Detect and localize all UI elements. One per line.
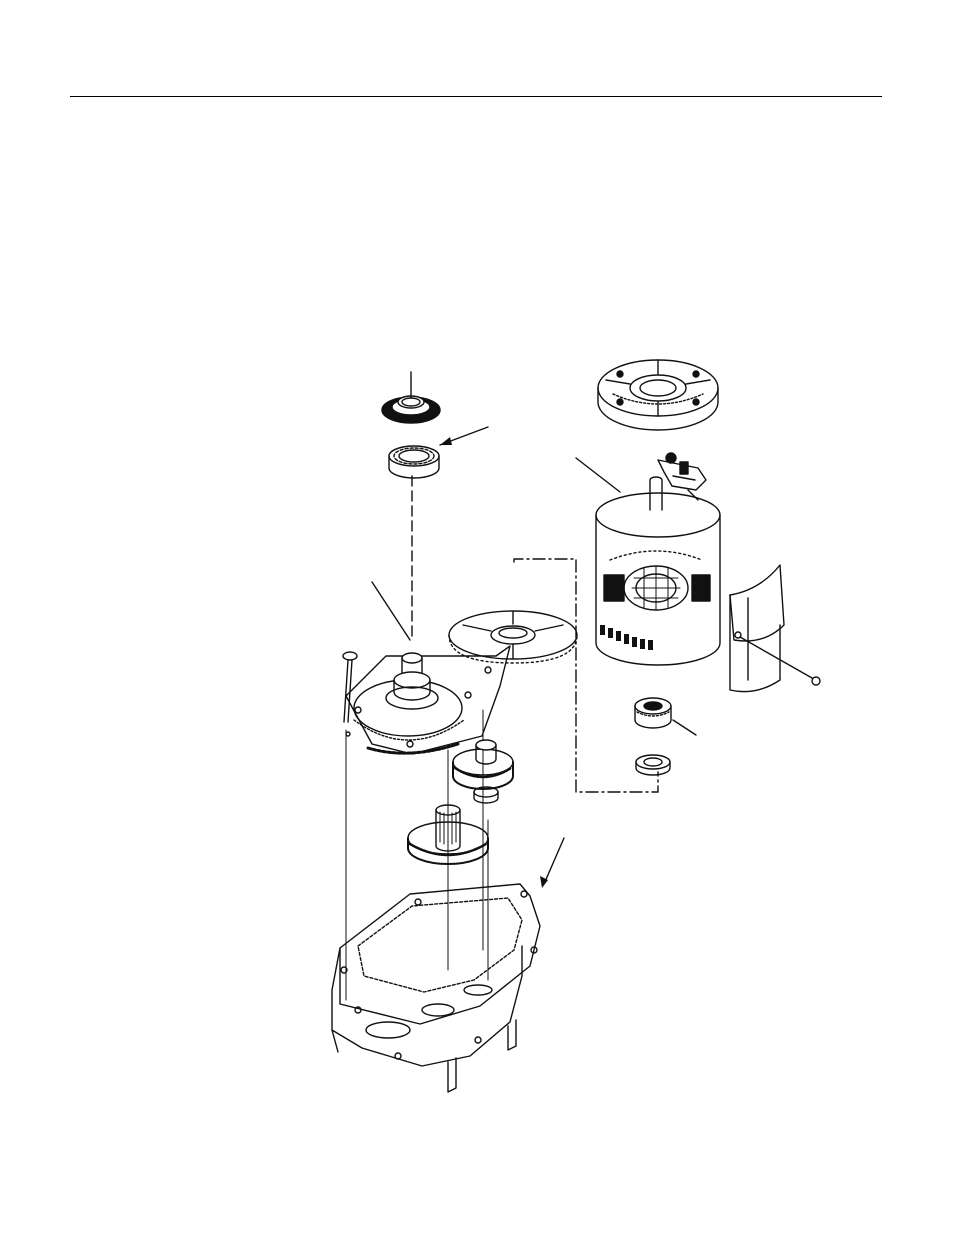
leader-arrow-bearing: [673, 720, 696, 735]
exploded-view-figure: [328, 350, 828, 1100]
leader-arrow-housing-lower: [544, 838, 564, 884]
drive-shaft: [386, 653, 438, 709]
bearing-race: [636, 755, 670, 775]
end-cover: [598, 360, 718, 430]
header-rule: [70, 96, 882, 97]
leader-arrow-housing: [576, 458, 620, 492]
gasket: [449, 611, 577, 663]
side-shield: [730, 565, 784, 692]
ball-bearing: [389, 446, 439, 478]
output-gear: [408, 805, 488, 864]
gear-housing: [332, 884, 540, 1092]
routing-line: [514, 559, 658, 792]
armature-bearing: [635, 698, 671, 728]
gear-cover: [346, 646, 510, 754]
leader-arrow-shaft: [372, 582, 410, 640]
motor-housing: [596, 477, 720, 665]
oil-seal: [382, 372, 440, 423]
